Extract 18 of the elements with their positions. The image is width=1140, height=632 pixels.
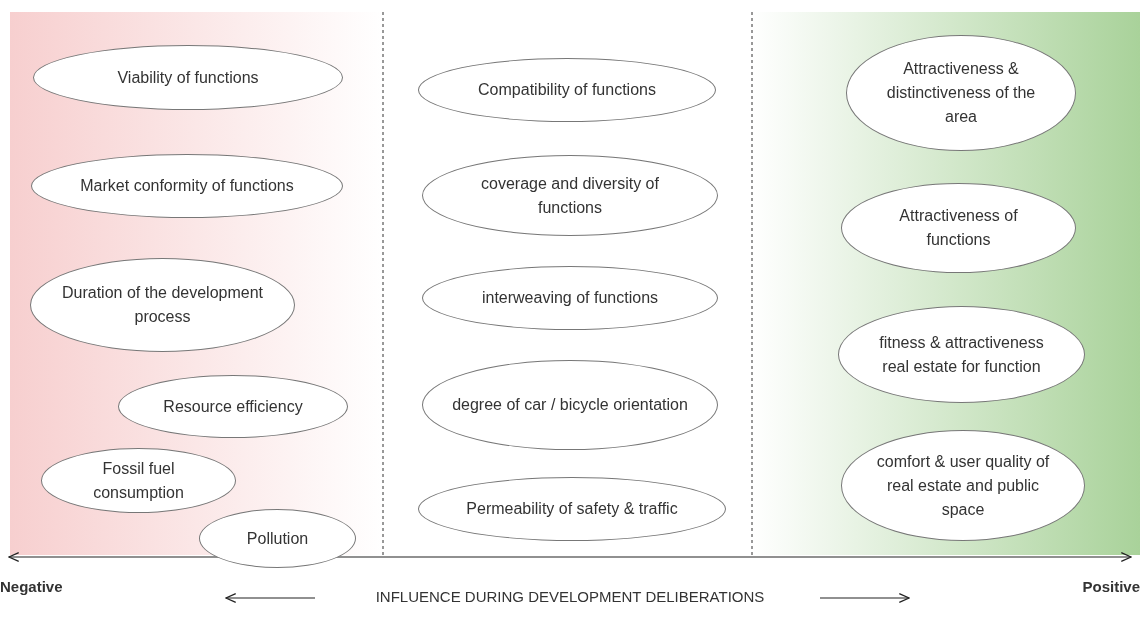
node-text: comfort & user quality of real estate and public space bbox=[875, 451, 1051, 520]
node-text: Fossil fuel consumption bbox=[92, 458, 185, 503]
node-text: interweaving of functions bbox=[481, 288, 659, 308]
axis-end-label: Negative bbox=[0, 578, 63, 595]
node-text: Duration of the development process bbox=[61, 283, 264, 327]
node-text: Attractiveness of functions bbox=[898, 206, 1019, 250]
node-text: fitness & attractiveness real estate for function bbox=[878, 332, 1045, 377]
axis-title: INFLUENCE DURING DEVELOPMENT DELIBERATIONS bbox=[375, 588, 765, 605]
node-text: Resource efficiency bbox=[163, 396, 303, 417]
node-text: coverage and diversity of functions bbox=[480, 173, 660, 218]
node-text: Permeability of safety & traffic bbox=[466, 499, 678, 519]
node-text: Attractiveness & distinctiveness of the area bbox=[885, 59, 1037, 127]
node-text: Viability of functions bbox=[117, 67, 259, 88]
node-text: Compatibility of functions bbox=[478, 80, 656, 100]
node-text: Market conformity of functions bbox=[80, 176, 294, 196]
axis-end-label: Positive bbox=[1082, 578, 1140, 595]
node-text: degree of car / bicycle orientation bbox=[452, 395, 688, 415]
node-text: Pollution bbox=[246, 528, 309, 549]
